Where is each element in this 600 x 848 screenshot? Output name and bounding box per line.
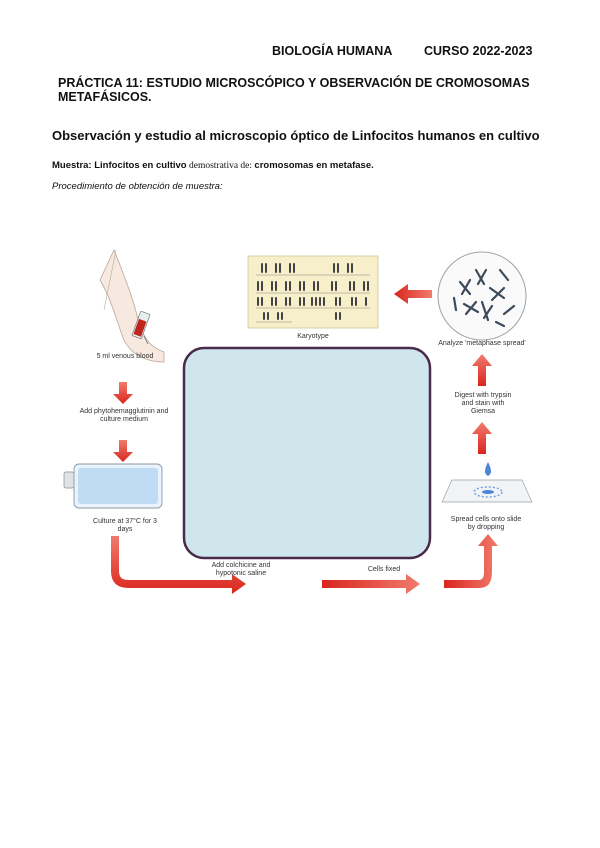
label-add-pha: Add phytohemagglutinin and culture mediu…: [79, 408, 169, 423]
sample-line: Muestra: Linfocitos en cultivo demostrat…: [52, 160, 374, 171]
metaphase-spread-icon: [437, 251, 527, 341]
arrow-to-fixed: [322, 574, 420, 594]
label-karyotype: Karyotype: [297, 333, 329, 340]
arrow-down-1: [113, 382, 133, 404]
label-analyze: Analyze 'metaphase spread': [438, 340, 526, 347]
label-digest: Digest with trypsin and stain with Giems…: [454, 392, 512, 415]
label-spread: Spread cells onto slide by dropping: [450, 516, 522, 531]
subject-header: BIOLOGÍA HUMANA: [272, 44, 393, 58]
arrow-up-2: [472, 354, 492, 386]
center-panel: [182, 346, 432, 560]
course-header: CURSO 2022-2023: [424, 44, 533, 58]
lymphocyte-culture-diagram: 5 ml venous blood Add phytohemagglutinin…: [52, 240, 552, 600]
karyotype-panel: [247, 255, 379, 329]
sample-label: Muestra: Linfocitos en cultivo: [52, 160, 187, 171]
sample-value: cromosomas en metafase.: [254, 160, 374, 171]
arrow-down-2: [113, 440, 133, 462]
arrow-to-colchicine: [111, 536, 246, 594]
section-title: Observación y estudio al microscopio ópt…: [52, 128, 540, 143]
syringe-icon: [131, 311, 151, 345]
arrow-to-spread: [444, 534, 498, 588]
diagram-canvas: [63, 248, 533, 594]
label-colchicine: Add colchicine and hypotonic saline: [211, 562, 271, 577]
label-culture: Culture at 37°C for 3 days: [93, 518, 157, 533]
arrow-to-karyotype: [394, 284, 432, 304]
practice-title: PRÁCTICA 11: ESTUDIO MICROSCÓPICO Y OBSE…: [58, 76, 530, 104]
sample-middle: demostrativa de:: [186, 161, 255, 171]
procedure-label: Procedimiento de obtención de muestra:: [52, 181, 223, 192]
label-blood: 5 ml venous blood: [96, 353, 154, 360]
label-fixed: Cells fixed: [367, 566, 401, 573]
arm-illustration: [99, 248, 165, 363]
slide-drop-icon: [441, 462, 533, 503]
culture-flask-icon: [63, 463, 163, 509]
arrow-up-1: [472, 422, 492, 454]
